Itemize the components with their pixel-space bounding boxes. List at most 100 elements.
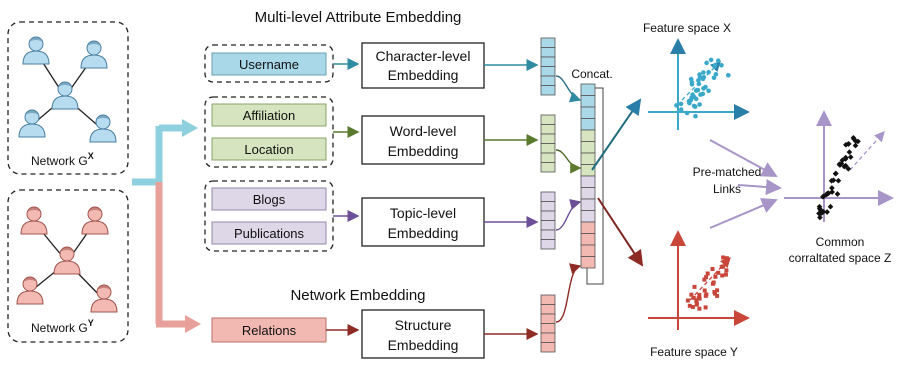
scatter-point [713, 72, 719, 77]
scatter-point [829, 189, 835, 195]
scatter-point [845, 165, 852, 172]
scatter-point [713, 274, 718, 279]
user-icon [22, 36, 50, 65]
scatter-point [839, 157, 846, 164]
scatter-points-x [674, 57, 731, 119]
scatter-point [835, 177, 842, 184]
scatter-point [724, 256, 729, 261]
scatter-point [842, 154, 849, 161]
scatter-point [688, 98, 694, 103]
scatter-point [706, 69, 711, 75]
user-icon [89, 114, 117, 143]
vector-cell [540, 143, 556, 154]
vector-cell [540, 85, 556, 96]
scatter-point [824, 190, 831, 197]
feature-space-y: Feature space Y [648, 230, 750, 359]
scatter-point [692, 284, 697, 289]
embedding-vectors [540, 37, 556, 353]
scatter-point [698, 92, 703, 97]
scatter-point [710, 267, 715, 271]
user-icon [16, 276, 44, 305]
scatter-point [721, 264, 726, 269]
scatter-point [702, 277, 707, 282]
network-x-label: Network GX [31, 151, 94, 168]
scatter-point [694, 301, 699, 306]
scatter-point [697, 72, 702, 77]
concat-cell [580, 118, 596, 131]
concat-cell [580, 152, 596, 165]
scatter-point [678, 101, 684, 107]
scatter-point [703, 293, 708, 298]
vector-cell [540, 66, 556, 77]
structure-embedding-box: Structure Embedding [361, 309, 485, 359]
scatter-point [847, 154, 854, 160]
scatter-point [720, 273, 725, 278]
vector-cell [540, 124, 556, 135]
concat-cell [580, 221, 596, 234]
scatter-point [704, 275, 709, 280]
scatter-point [715, 293, 720, 298]
network-y-label: Network GY [31, 318, 94, 335]
scatter-point [685, 298, 690, 303]
vector-cell [540, 210, 556, 221]
username-group: Username [204, 44, 334, 83]
user-icon [80, 40, 108, 69]
user-icons-y [16, 206, 118, 313]
location-box: Location [244, 142, 293, 157]
concat-cell [580, 187, 596, 200]
scatter-point [852, 142, 859, 149]
network-embedding-title: Network Embedding [290, 287, 425, 304]
user-icon [90, 284, 118, 313]
scatter-point [702, 288, 707, 293]
user-icons-x [18, 36, 117, 143]
concat-vector [580, 83, 604, 285]
scatter-point [712, 64, 717, 69]
vector-cell [540, 75, 556, 86]
username-box: Username [239, 57, 299, 72]
vector-cell [540, 294, 556, 305]
vector-cell [540, 332, 556, 343]
svg-text:Character-level: Character-level [376, 48, 471, 64]
concat-cell [580, 175, 596, 188]
vector-cell [540, 152, 556, 163]
scatter-point [693, 96, 699, 102]
common-space-z: Common corraltated space Z [784, 110, 894, 265]
multi-level-title: Multi-level Attribute Embedding [255, 9, 462, 26]
scatter-point [684, 110, 690, 116]
vector-cell [540, 133, 556, 144]
network-x-panel: Network GX [7, 21, 129, 175]
vector-cell [540, 201, 556, 212]
scatter-point [697, 296, 702, 301]
scatter-points-z [816, 134, 861, 221]
publications-box: Publications [234, 226, 305, 241]
scatter-point [726, 73, 731, 78]
user-icon [51, 81, 79, 110]
svg-text:Embedding: Embedding [388, 225, 459, 241]
feature-space-x: Feature space X [643, 21, 750, 130]
feature-space-x-label: Feature space X [643, 21, 731, 35]
scatter-point [855, 138, 861, 145]
scatter-point [721, 255, 726, 260]
scatter-point [716, 58, 721, 63]
user-icon [18, 109, 46, 138]
concat-cell [580, 95, 596, 108]
scatter-point [691, 103, 697, 109]
svg-text:Embedding: Embedding [388, 67, 459, 83]
vector-cell [540, 37, 556, 48]
scatter-point [697, 292, 702, 297]
svg-text:Structure: Structure [395, 317, 452, 333]
concat-cell [580, 129, 596, 142]
scatter-point [691, 295, 696, 300]
scatter-point [703, 305, 708, 310]
scatter-point [687, 303, 692, 308]
vector-cell [540, 239, 556, 250]
scatter-point [833, 170, 839, 177]
vector-cell [540, 56, 556, 67]
topic-embedding-box: Topic-level Embedding [361, 197, 485, 247]
concat-cell [580, 233, 596, 246]
network-output-arrows [132, 119, 201, 333]
word-embedding-box: Word-level Embedding [361, 115, 485, 165]
scatter-point [706, 88, 711, 94]
scatter-point [704, 60, 709, 66]
